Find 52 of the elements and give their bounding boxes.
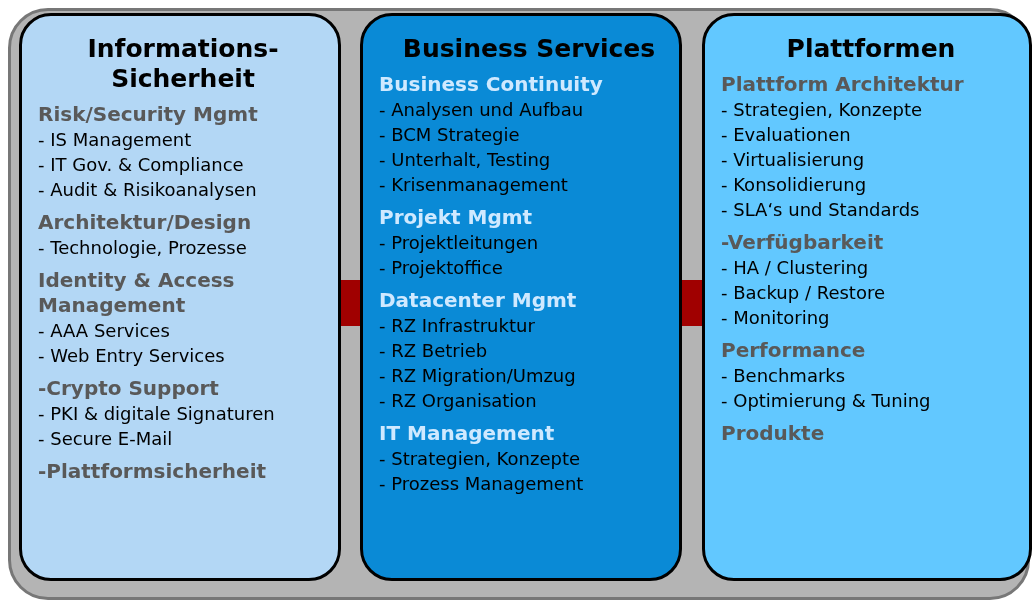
section-heading: Architektur/Design [38,210,252,235]
connector-bar [341,280,360,326]
list-item: - Secure E-Mail [38,427,173,451]
column-title: Informations- Sicherheit [86,34,280,94]
list-item: - Benchmarks [721,364,846,388]
section-heading: IT Management [379,421,555,446]
section-heading: Produkte [721,421,825,446]
list-item: - Backup / Restore [721,281,885,305]
list-item: - Strategien, Konzepte [379,447,581,471]
section-heading: Business Continuity [379,72,603,97]
list-item: - Web Entry Services [38,344,225,368]
list-item: - RZ Organisation [379,389,537,413]
column-panel [360,13,682,581]
list-item: - RZ Migration/Umzug [379,364,576,388]
list-item: - Audit & Risikoanalysen [38,178,257,202]
list-item: - Virtualisierung [721,148,865,172]
column-panel [19,13,341,581]
list-item: - RZ Betrieb [379,339,488,363]
list-item: - Prozess Management [379,472,584,496]
list-item: - Projektoffice [379,256,503,280]
section-heading: Projekt Mgmt [379,205,533,230]
list-item: - IS Management [38,128,192,152]
list-item: - Krisenmanagement [379,173,568,197]
section-heading: -Verfügbarkeit [721,230,884,255]
column-panel [702,13,1032,581]
list-item: - Unterhalt, Testing [379,148,551,172]
list-item: - HA / Clustering [721,256,869,280]
list-item: - RZ Infrastruktur [379,314,535,338]
connector-bar [682,280,702,326]
frame-background [8,8,1030,600]
section-heading: Datacenter Mgmt [379,288,577,313]
list-item: - Konsolidierung [721,173,867,197]
section-heading: -Crypto Support [38,376,219,401]
column-title: Business Services [401,34,657,64]
section-heading: Performance [721,338,866,363]
section-heading: Identity & Access Management [38,268,236,318]
list-item: - SLA‘s und Standards [721,198,920,222]
section-heading: Plattform Architektur [721,72,964,97]
list-item: - AAA Services [38,319,170,343]
list-item: - IT Gov. & Compliance [38,153,244,177]
list-item: - Technologie, Prozesse [38,236,247,260]
column-title: Plattformen [785,34,957,64]
list-item: - Strategien, Konzepte [721,98,923,122]
list-item: - Evaluationen [721,123,851,147]
list-item: - Monitoring [721,306,830,330]
list-item: - Analysen und Aufbau [379,98,584,122]
section-heading: -Plattformsicherheit [38,459,267,484]
list-item: - Optimierung & Tuning [721,389,931,413]
list-item: - Projektleitungen [379,231,539,255]
list-item: - BCM Strategie [379,123,520,147]
section-heading: Risk/Security Mgmt [38,102,258,127]
list-item: - PKI & digitale Signaturen [38,402,275,426]
